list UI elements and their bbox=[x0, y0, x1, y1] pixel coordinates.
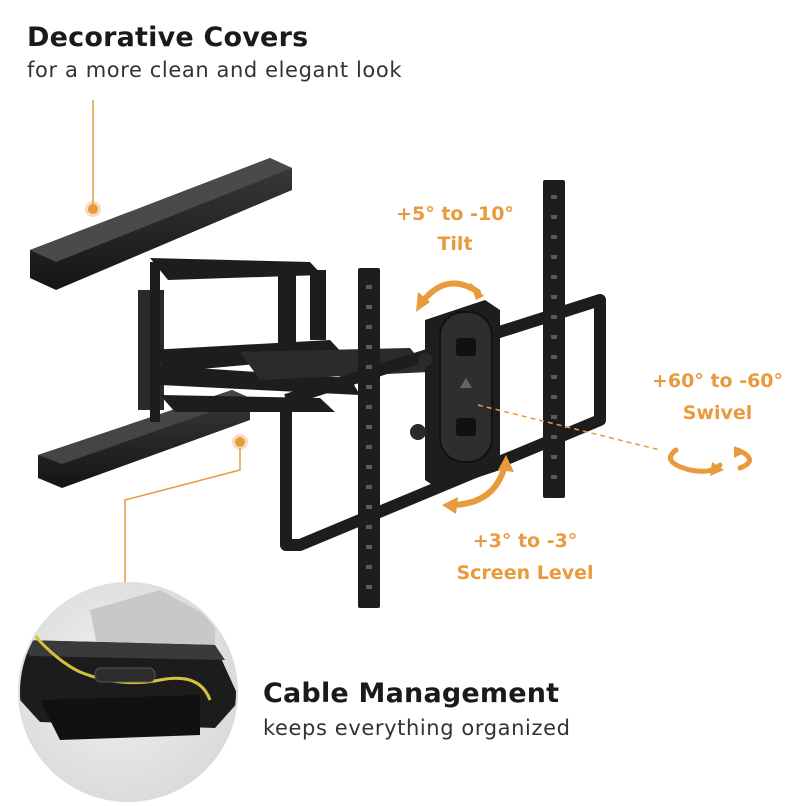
level-range: +3° to -3° bbox=[472, 530, 578, 552]
decorative-callout-line bbox=[85, 100, 101, 217]
tilt-arrow-icon bbox=[416, 280, 484, 312]
swivel-label: Swivel bbox=[682, 402, 753, 424]
cable-subtitle: keeps everything organized bbox=[263, 716, 571, 740]
tilt-head bbox=[410, 300, 500, 490]
articulating-arms bbox=[150, 258, 430, 412]
level-arrow-icon bbox=[442, 455, 514, 514]
decorative-title: Decorative Covers bbox=[27, 22, 309, 53]
cable-title: Cable Management bbox=[263, 678, 560, 709]
swivel-arrow-icon bbox=[667, 446, 752, 476]
decorative-subtitle: for a more clean and elegant look bbox=[27, 58, 403, 82]
tilt-range: +5° to -10° bbox=[396, 203, 514, 225]
wall-plate bbox=[138, 262, 164, 422]
tv-bracket-rails bbox=[358, 180, 565, 608]
tilt-label: Tilt bbox=[437, 233, 473, 255]
decorative-cover-top bbox=[30, 158, 292, 290]
cable-callout-line bbox=[124, 434, 248, 590]
cable-management-inset bbox=[18, 582, 238, 802]
level-label: Screen Level bbox=[456, 562, 594, 584]
swivel-axis-line bbox=[477, 404, 661, 451]
swivel-range: +60° to -60° bbox=[651, 370, 784, 392]
